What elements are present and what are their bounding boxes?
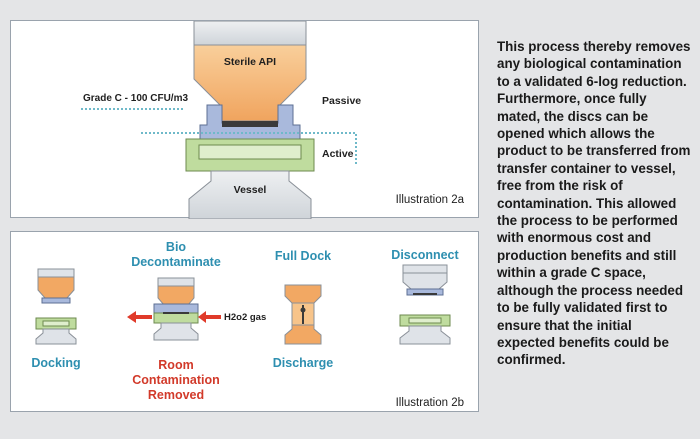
label-decontaminate: Decontaminate bbox=[131, 255, 221, 269]
vessel-body bbox=[188, 170, 312, 219]
label-vessel: Vessel bbox=[234, 184, 267, 196]
label-h2o2-gas: H2o2 gas bbox=[224, 312, 266, 323]
active-inner-ring bbox=[198, 144, 302, 160]
label-active: Active bbox=[322, 148, 354, 160]
label-bio: Bio bbox=[166, 240, 187, 254]
label-docking: Docking bbox=[31, 356, 80, 370]
containment-boundary bbox=[141, 132, 357, 166]
arrow-left bbox=[127, 311, 152, 323]
label-full-dock: Full Dock bbox=[275, 249, 331, 263]
stage-disconnect bbox=[399, 264, 451, 345]
caption-2b: Illustration 2b bbox=[396, 397, 464, 409]
container-top bbox=[193, 21, 307, 46]
label-discharge: Discharge bbox=[273, 356, 333, 370]
arrow-right bbox=[198, 311, 221, 323]
illustration-2a-diagram: Sterile API Grade C - 100 CFU/m3 Passive… bbox=[81, 21, 465, 219]
illustration-2b-diagram: Docking Bio Decontaminate H2o2 gas Room … bbox=[31, 240, 464, 409]
stage-docking bbox=[35, 268, 77, 345]
passive-disc bbox=[222, 121, 278, 127]
stage-full-dock bbox=[284, 284, 322, 345]
label-room: Room bbox=[158, 358, 193, 372]
label-contamination: Contamination bbox=[132, 373, 220, 387]
label-sterile-api: Sterile API bbox=[224, 56, 276, 68]
label-passive: Passive bbox=[322, 95, 361, 107]
stage-bio-decontaminate bbox=[127, 277, 221, 341]
body-text: This process thereby removes any biologi… bbox=[497, 39, 691, 368]
label-removed: Removed bbox=[148, 388, 204, 402]
label-disconnect: Disconnect bbox=[391, 248, 459, 262]
label-grade-c: Grade C - 100 CFU/m3 bbox=[83, 93, 188, 104]
illustration-2b-panel: Docking Bio Decontaminate H2o2 gas Room … bbox=[10, 231, 479, 412]
caption-2a: Illustration 2a bbox=[396, 194, 465, 206]
illustration-2a-panel: Sterile API Grade C - 100 CFU/m3 Passive… bbox=[10, 20, 479, 219]
